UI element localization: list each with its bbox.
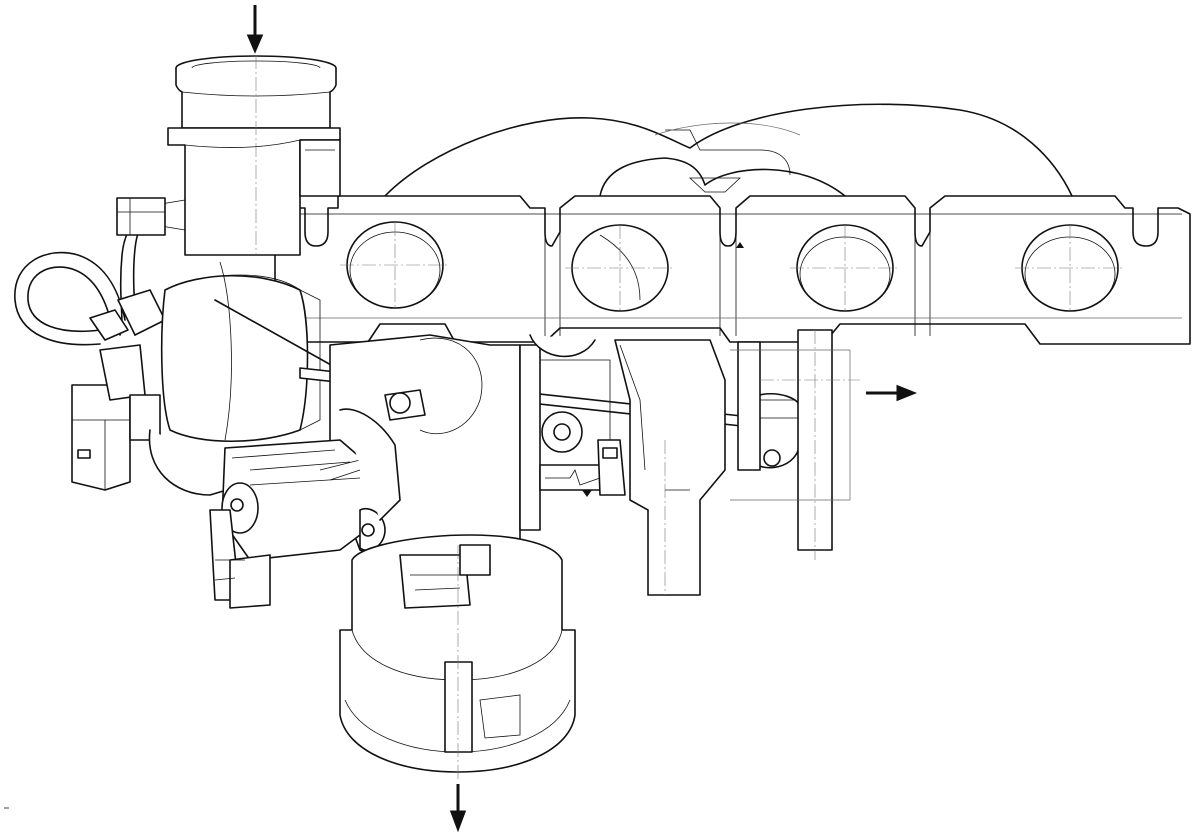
intake-pipe bbox=[154, 55, 341, 256]
support-bracket bbox=[529, 329, 860, 596]
marker-icon bbox=[736, 242, 744, 248]
connector-plug bbox=[71, 344, 161, 491]
electric-actuator bbox=[209, 408, 401, 609]
outlet-arrow bbox=[449, 784, 467, 833]
exhaust-flow-arrow bbox=[866, 384, 918, 402]
manifold-runners bbox=[384, 103, 1073, 197]
air-intake-arrow bbox=[246, 5, 264, 54]
marker-icon bbox=[582, 490, 592, 497]
turbine-housing bbox=[339, 534, 576, 782]
vacuum-hose bbox=[14, 197, 166, 346]
exhaust-manifold bbox=[274, 195, 1191, 345]
